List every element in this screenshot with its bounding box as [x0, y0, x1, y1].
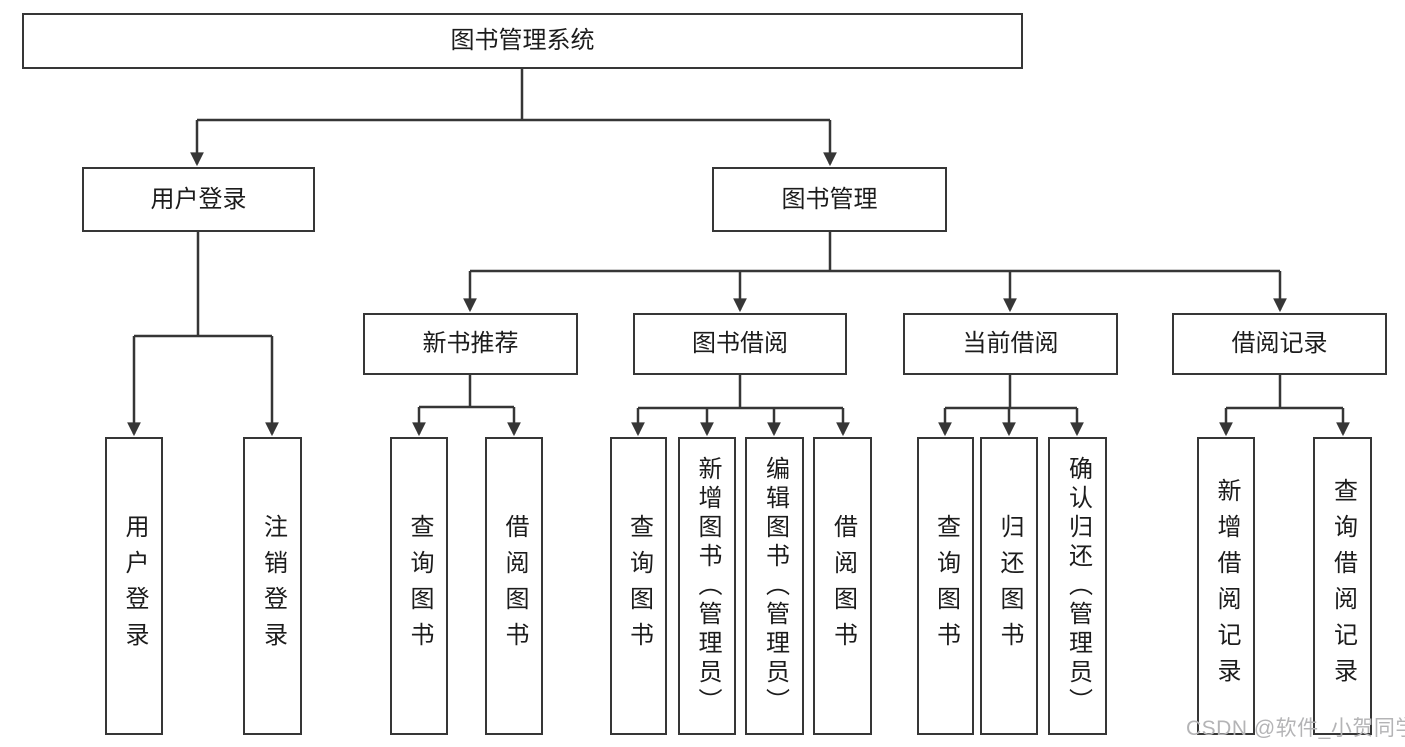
node-add-books-admin: 新增图书（管理员） [678, 437, 736, 735]
node-confirm-return-admin: 确认归还（管理员） [1048, 437, 1107, 735]
node-add-borrow-record: 新增借阅记录 [1197, 437, 1255, 735]
node-borrow-books-recommend: 借阅图书 [485, 437, 543, 735]
node-book-management: 图书管理 [712, 167, 947, 232]
node-borrow-books: 借阅图书 [813, 437, 872, 735]
node-logout: 注销登录 [243, 437, 302, 735]
node-current-borrowing: 当前借阅 [903, 313, 1118, 375]
node-user-login-leaf: 用户登录 [105, 437, 163, 735]
csdn-watermark: CSDN @软件_小贺同学 [1186, 717, 1405, 740]
node-return-books: 归还图书 [980, 437, 1038, 735]
node-query-books-borrowing: 查询图书 [610, 437, 667, 735]
node-query-borrow-record: 查询借阅记录 [1313, 437, 1372, 735]
node-edit-books-admin: 编辑图书（管理员） [745, 437, 804, 735]
node-new-book-recommend: 新书推荐 [363, 313, 578, 375]
node-query-books-recommend: 查询图书 [390, 437, 448, 735]
node-user-login: 用户登录 [82, 167, 315, 232]
node-book-management-system: 图书管理系统 [22, 13, 1023, 69]
node-borrow-records: 借阅记录 [1172, 313, 1387, 375]
node-query-books-current: 查询图书 [917, 437, 974, 735]
node-book-borrowing: 图书借阅 [633, 313, 847, 375]
